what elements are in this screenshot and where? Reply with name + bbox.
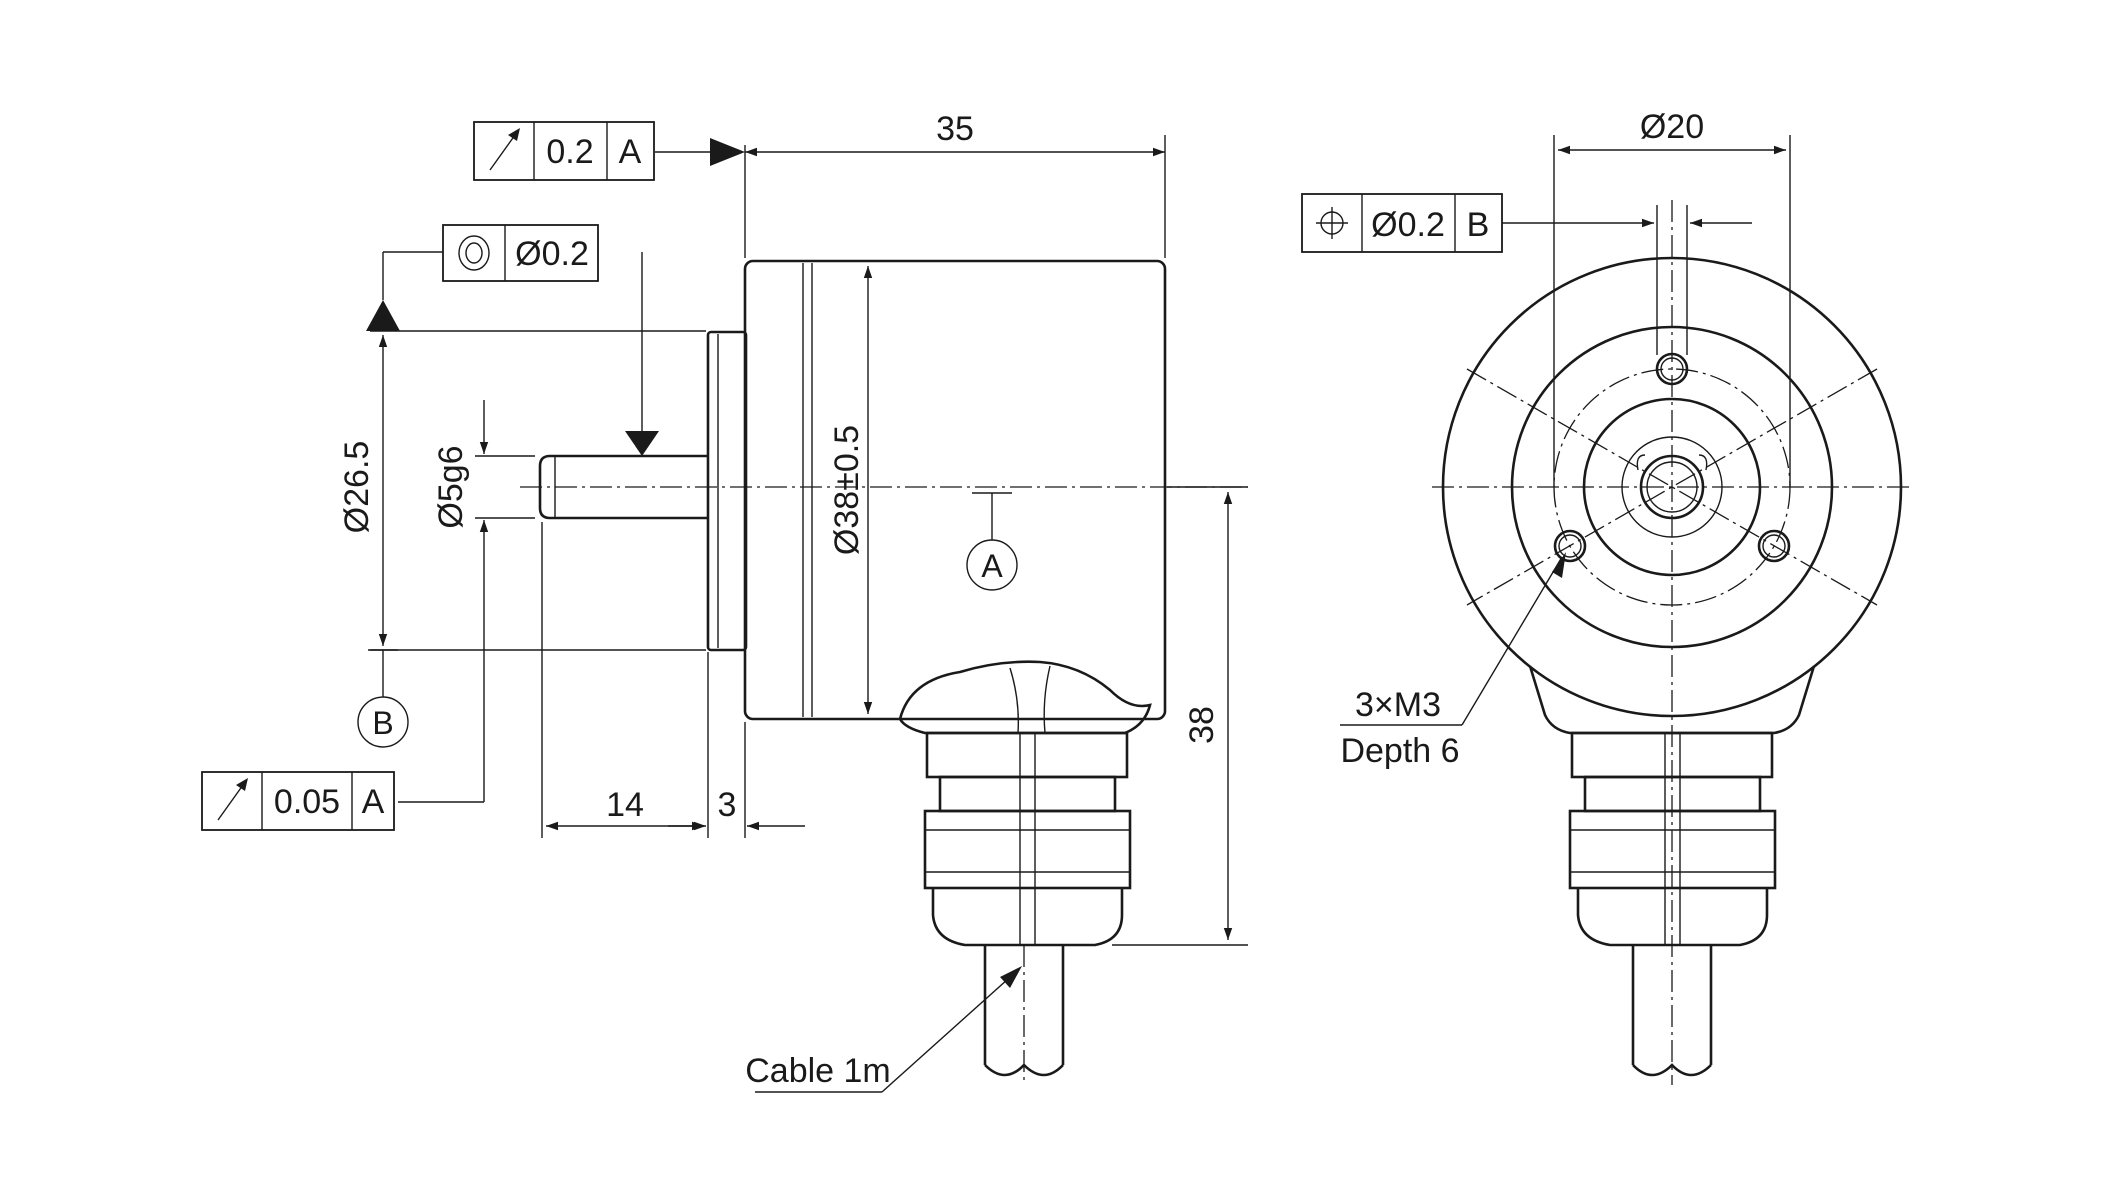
dim-flange-length: 3	[718, 786, 737, 824]
position-datum: B	[1467, 206, 1490, 244]
runout-axial-datum: A	[619, 133, 642, 171]
side-view: 35 Ø38±0.5 A 38 Ø26.5 B	[338, 110, 1248, 1093]
dim-shaft-length: 14	[606, 786, 644, 824]
dim-flange-dia: Ø26.5	[338, 441, 376, 534]
runout-radial-datum: A	[362, 783, 385, 821]
threaded-hole-right	[1757, 529, 1791, 563]
cable	[983, 945, 1065, 1085]
tolerance-frame-runout-axial: 0.2 A	[473, 121, 655, 181]
datum-b-label: B	[372, 705, 393, 741]
dim-bolt-circle: Ø20	[1640, 108, 1704, 146]
dim-shaft-dia: Ø5g6	[432, 445, 470, 528]
thread-label: 3×M3	[1355, 686, 1441, 724]
dim-height: 38	[1183, 706, 1221, 744]
tolerance-frame-concentricity: Ø0.2	[442, 224, 599, 282]
runout-arrow-icon	[489, 128, 520, 171]
runout-axial-value: 0.2	[546, 133, 593, 171]
position-icon	[1316, 207, 1348, 239]
position-value: Ø0.2	[1371, 206, 1445, 244]
dim-length: 35	[936, 110, 974, 148]
threaded-hole-left	[1553, 529, 1587, 563]
datum-a-label: A	[981, 548, 1003, 584]
flange	[706, 330, 748, 652]
housing-body	[743, 259, 1167, 721]
dim-housing-dia: Ø38±0.5	[828, 425, 866, 555]
tolerance-frame-runout-radial: 0.05 A	[201, 771, 395, 831]
depth-label: Depth 6	[1340, 732, 1459, 770]
gland-nub	[898, 660, 1152, 735]
tolerance-frame-position: Ø0.2 B	[1301, 193, 1503, 253]
runout-radial-value: 0.05	[274, 783, 340, 821]
cable-label: Cable 1m	[745, 1052, 891, 1090]
cable-front	[1631, 945, 1713, 1077]
front-view: Ø20 3×M3 Depth 6	[1340, 108, 1912, 1085]
runout-arrow-icon	[217, 778, 248, 821]
concentricity-icon	[458, 235, 490, 271]
concentricity-value: Ø0.2	[515, 235, 589, 273]
